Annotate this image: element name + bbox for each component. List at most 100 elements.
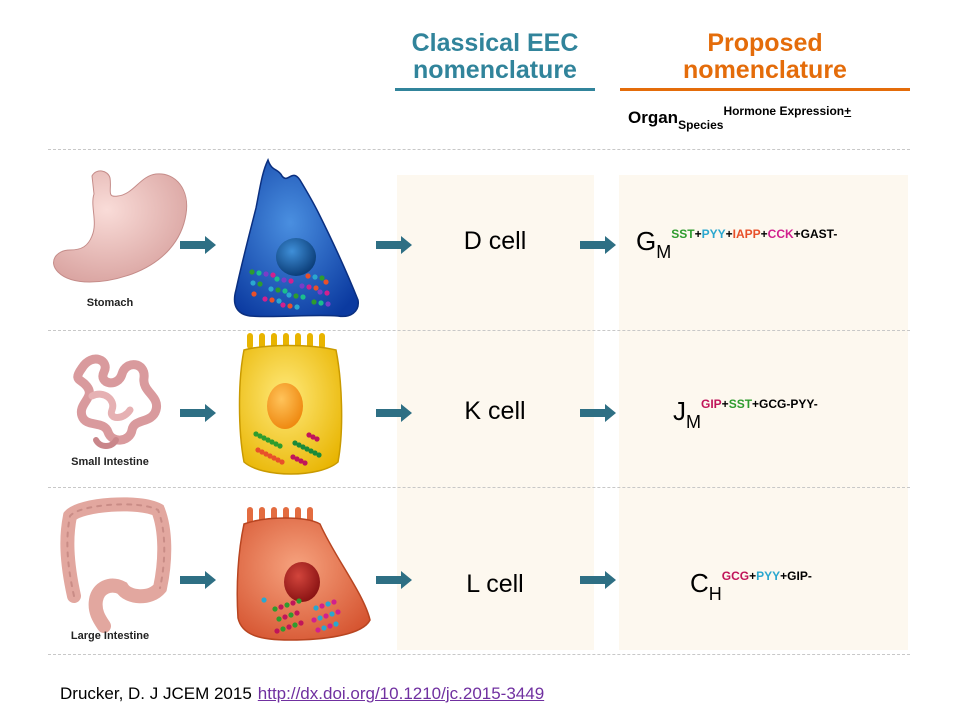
granule (335, 609, 341, 615)
organ-label-large-intestine: Large Intestine (70, 630, 150, 642)
granule (305, 273, 311, 279)
granule (324, 290, 330, 296)
granule (306, 284, 312, 290)
granule (317, 615, 323, 621)
classical-column-background (397, 175, 594, 650)
granule (293, 293, 299, 299)
classical-header-line1: Classical EEC (411, 29, 579, 57)
granule (287, 303, 293, 309)
citation: Drucker, D. J JCEM 2015 http://dx.doi.org… (60, 684, 544, 704)
secretory-granules (249, 269, 341, 634)
proposed-species-letter: M (686, 412, 701, 432)
granule (279, 459, 285, 465)
granule (270, 272, 276, 278)
granule (267, 453, 273, 459)
hormone-term: PYY (701, 227, 726, 241)
granule (333, 621, 339, 627)
granule (282, 614, 288, 620)
granule (282, 288, 288, 294)
hormone-term: +GCG-PYY- (752, 397, 818, 411)
proposed-underline (620, 88, 910, 91)
granule (300, 444, 306, 450)
granule (275, 287, 281, 293)
formula-plus-minus: + (844, 104, 852, 118)
right-arrow-icon (376, 571, 412, 589)
k-cell-nucleus (267, 383, 303, 429)
classical-name-l-cell: L cell (466, 570, 524, 598)
granule (290, 600, 296, 606)
granule (253, 431, 259, 437)
granule (263, 271, 269, 277)
hormone-term: + (721, 397, 729, 411)
granule (255, 447, 261, 453)
right-arrow-icon (376, 404, 412, 422)
granule (280, 626, 286, 632)
row-divider (48, 487, 910, 488)
hormone-term: +GAST- (793, 227, 838, 241)
hormone-term: GCG (721, 569, 750, 583)
granule (269, 439, 275, 445)
granule (276, 298, 282, 304)
granule (315, 627, 321, 633)
granule (310, 434, 316, 440)
hormone-term: + (749, 569, 757, 583)
granule (259, 449, 265, 455)
formula-expression-text: Hormone Expression (723, 104, 845, 118)
hormone-term: + (694, 227, 702, 241)
proposed-hormone-expression: GCG+PYY+GIP- (722, 569, 812, 583)
granule (284, 602, 290, 608)
granule (277, 443, 283, 449)
citation-text: Drucker, D. J JCEM 2015 (60, 684, 252, 703)
granule (292, 440, 298, 446)
granule (308, 448, 314, 454)
granule (269, 297, 275, 303)
granule (261, 435, 267, 441)
right-arrow-icon (180, 404, 216, 422)
granule (302, 460, 308, 466)
proposed-header: Proposed nomenclature (620, 30, 910, 84)
right-arrow-icon (580, 404, 616, 422)
row-divider (48, 149, 910, 150)
granule (312, 450, 318, 456)
granule (313, 285, 319, 291)
granule (278, 604, 284, 610)
granule (262, 296, 268, 302)
k-cell-illustration (238, 333, 343, 475)
granule (294, 610, 300, 616)
granule (327, 623, 333, 629)
granule (251, 291, 257, 297)
granule (323, 613, 329, 619)
granule (286, 292, 292, 298)
granule (318, 300, 324, 306)
stomach-icon (53, 170, 188, 283)
formula-expression: Hormone Expression+ (723, 104, 851, 118)
hormone-term: CCK (767, 227, 794, 241)
hormone-term: + (760, 227, 768, 241)
granule (314, 436, 320, 442)
arrows (180, 236, 616, 589)
right-arrow-icon (580, 571, 616, 589)
granule (263, 451, 269, 457)
granule (299, 283, 305, 289)
granule (261, 597, 267, 603)
right-arrow-icon (180, 571, 216, 589)
granule (273, 441, 279, 447)
granule (325, 601, 331, 607)
granule (331, 599, 337, 605)
granule (316, 452, 322, 458)
hormone-term: GIP (701, 397, 722, 411)
granule (250, 280, 256, 286)
proposed-name-d-cell: GMSST+PYY+IAPP+CCK+GAST- (636, 226, 837, 263)
granule (321, 625, 327, 631)
granule (288, 612, 294, 618)
doi-link[interactable]: http://dx.doi.org/10.1210/jc.2015-3449 (257, 684, 545, 703)
d-cell-nucleus (276, 238, 316, 276)
granule (275, 457, 281, 463)
granule (312, 274, 318, 280)
classical-name-d-cell: D cell (463, 227, 527, 255)
nomenclature-formula-key: OrganSpeciesHormone Expression+ (628, 104, 851, 132)
granule (325, 301, 331, 307)
small-intestine-icon (73, 354, 162, 449)
granule (300, 294, 306, 300)
